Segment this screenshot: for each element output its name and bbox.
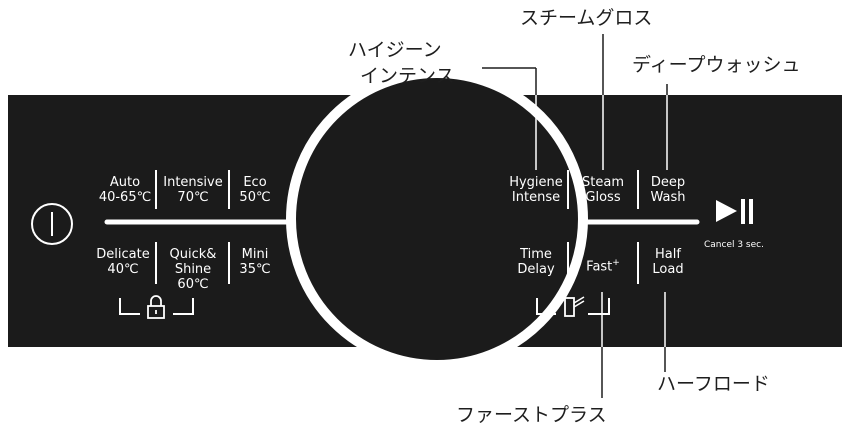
program-temp: 50℃	[239, 190, 271, 205]
callout-deep-wash: ディープウォッシュ	[632, 54, 801, 76]
program-name: Delicate	[96, 247, 150, 262]
callout-half-load: ハーフロード	[657, 373, 770, 395]
callout-hygiene-line1: ハイジーン	[348, 39, 442, 61]
program-eco[interactable]: Eco 50℃	[231, 175, 279, 205]
lock-bracket	[173, 298, 194, 315]
program-temp: 60℃	[177, 277, 209, 292]
door-bracket	[588, 298, 610, 315]
option-label: Deep	[650, 175, 686, 190]
option-sup: +	[612, 258, 620, 268]
option-label: Hygiene	[509, 175, 563, 190]
option-label: Intense	[511, 190, 561, 205]
option-fast-plus[interactable]: Fast+	[572, 256, 634, 274]
program-auto[interactable]: Auto 40-65℃	[96, 175, 154, 205]
callout-steam-gloss: スチームグロス	[520, 7, 653, 29]
door-icon	[564, 296, 585, 317]
option-label: Fast	[586, 259, 613, 275]
cancel-label: Cancel 3 sec.	[704, 240, 764, 250]
option-label: Delay	[517, 262, 555, 277]
program-name: Quick&	[169, 247, 217, 262]
door-bracket	[536, 298, 556, 315]
program-temp: 40℃	[107, 262, 139, 277]
program-name: Auto	[109, 175, 141, 190]
callout-hygiene-line2: インテンス	[360, 65, 455, 87]
option-half-load[interactable]: Half Load	[640, 247, 696, 277]
power-icon[interactable]	[31, 203, 73, 245]
program-name: Intensive	[163, 175, 223, 190]
program-name: Mini	[241, 247, 269, 262]
option-label: Half	[655, 247, 681, 262]
option-label: Load	[652, 262, 684, 277]
option-hygiene-intense[interactable]: Hygiene Intense	[505, 175, 567, 205]
option-label: Wash	[650, 190, 686, 205]
program-mini[interactable]: Mini 35℃	[231, 247, 279, 277]
option-steam-gloss[interactable]: Steam Gloss	[572, 175, 634, 205]
callout-fast-plus: ファーストプラス	[456, 404, 607, 426]
option-deep-wash[interactable]: Deep Wash	[640, 175, 696, 205]
option-label: Time	[520, 247, 552, 262]
program-intensive[interactable]: Intensive 70℃	[158, 175, 228, 205]
option-time-delay[interactable]: Time Delay	[505, 247, 567, 277]
lock-icon	[147, 295, 165, 319]
lock-bracket	[119, 298, 140, 315]
program-quick-shine[interactable]: Quick& Shine 60℃	[158, 247, 228, 292]
program-delicate[interactable]: Delicate 40℃	[92, 247, 154, 277]
play-pause-icon[interactable]	[716, 199, 753, 224]
option-label: Steam	[582, 175, 624, 190]
program-name: Shine	[174, 262, 212, 277]
program-temp: 70℃	[177, 190, 209, 205]
selector-dial	[286, 68, 588, 370]
program-temp: 35℃	[239, 262, 271, 277]
program-name: Eco	[243, 175, 267, 190]
option-label: Gloss	[585, 190, 621, 205]
program-temp: 40-65℃	[98, 190, 152, 205]
